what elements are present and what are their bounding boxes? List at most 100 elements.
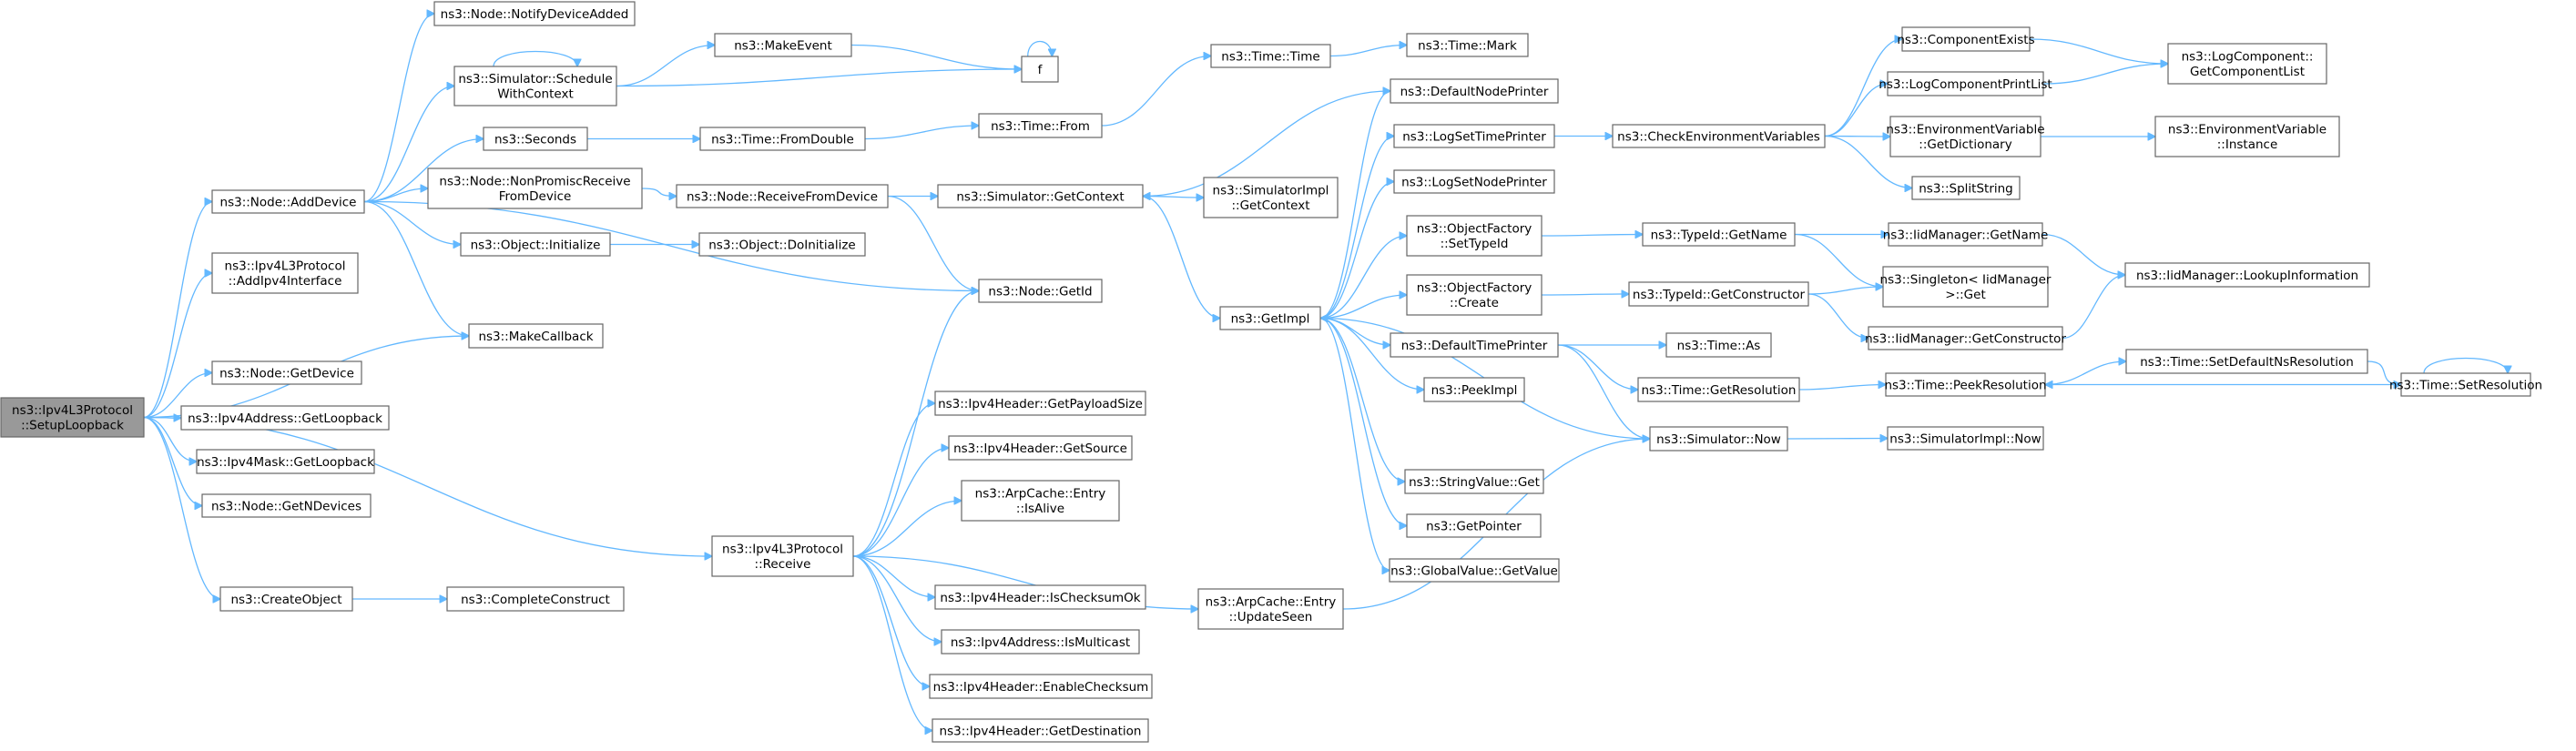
node-ismulticast[interactable]: ns3::Ipv4Address::IsMulticast xyxy=(941,629,1140,655)
node-label: ::GetDictionary xyxy=(1919,137,2011,152)
node-simimplnow[interactable]: ns3::SimulatorImpl::Now xyxy=(1887,426,2044,451)
node-singletonget[interactable]: ns3::Singleton< IidManager >::Get xyxy=(1880,266,2052,308)
node-receive[interactable]: ns3::Ipv4L3Protocol::Receive xyxy=(711,535,854,577)
node-receivefromdev[interactable]: ns3::Node::ReceiveFromDevice xyxy=(676,184,889,208)
node-fromdouble[interactable]: ns3::Time::FromDouble xyxy=(699,127,866,151)
node-box xyxy=(1404,469,1544,494)
node-simgetctx[interactable]: ns3::Simulator::GetContext xyxy=(937,184,1144,208)
node-box xyxy=(180,405,390,431)
node-label: ns3::IidManager::GetConstructor xyxy=(1865,331,2066,346)
node-createobject[interactable]: ns3::CreateObject xyxy=(219,586,353,612)
edge-adddevice-to-schedctx xyxy=(363,86,454,203)
node-label: ns3::Seconds xyxy=(494,132,576,147)
node-adddevice[interactable]: ns3::Node::AddDevice xyxy=(211,189,365,214)
node-setresolution[interactable]: ns3::Time::SetResolution xyxy=(2389,372,2542,397)
node-completeconstruct[interactable]: ns3::CompleteConstruct xyxy=(446,586,625,612)
node-doinit[interactable]: ns3::Object::DoInitialize xyxy=(698,232,866,257)
node-checkenv[interactable]: ns3::CheckEnvironmentVariables xyxy=(1612,124,1826,148)
node-getndevices[interactable]: ns3::Node::GetNDevices xyxy=(201,493,372,518)
node-typeidgetctor[interactable]: ns3::TypeId::GetConstructor xyxy=(1628,281,1809,307)
edge-receive-to-ismulticast xyxy=(852,555,942,642)
node-makecallback[interactable]: ns3::MakeCallback xyxy=(468,323,604,349)
node-getdestination[interactable]: ns3::Ipv4Header::GetDestination xyxy=(932,718,1149,743)
node-getpointer[interactable]: ns3::GetPointer xyxy=(1406,513,1542,538)
node-seconds[interactable]: ns3::Seconds xyxy=(483,127,588,151)
node-box xyxy=(1423,377,1525,402)
node-box xyxy=(2125,349,2368,374)
node-iidgetctor[interactable]: ns3::IidManager::GetConstructor xyxy=(1865,326,2066,350)
node-typeidgetname[interactable]: ns3::TypeId::GetName xyxy=(1642,222,1796,247)
edge-setup-to-ipv4maskloop xyxy=(143,416,197,462)
node-label: ns3::Node::ReceiveFromDevice xyxy=(687,189,878,204)
node-timemark[interactable]: ns3::Time::Mark xyxy=(1406,33,1529,57)
node-label: ns3::SimulatorImpl xyxy=(1213,184,1329,198)
node-ofsettypeid[interactable]: ns3::ObjectFactory::SetTypeId xyxy=(1406,215,1543,257)
node-box xyxy=(1406,274,1543,316)
node-updateseen[interactable]: ns3::ArpCache::Entry::UpdateSeen xyxy=(1197,588,1344,630)
node-logcompprintlist[interactable]: ns3::LogComponentPrintList xyxy=(1879,71,2052,96)
node-iidlookup[interactable]: ns3::IidManager::LookupInformation xyxy=(2124,262,2370,288)
node-ofcreate[interactable]: ns3::ObjectFactory::Create xyxy=(1406,274,1543,316)
node-label: FromDevice xyxy=(499,189,572,204)
node-splitstring[interactable]: ns3::SplitString xyxy=(1911,176,2021,200)
node-enablechecksum[interactable]: ns3::Ipv4Header::EnableChecksum xyxy=(929,674,1153,699)
node-setup[interactable]: ns3::Ipv4L3Protocol::SetupLoopback xyxy=(0,397,145,438)
node-logsetnodeprinter[interactable]: ns3::LogSetNodePrinter xyxy=(1393,169,1555,194)
node-deftimeprinter[interactable]: ns3::DefaultTimePrinter xyxy=(1390,332,1559,358)
node-timefrom[interactable]: ns3::Time::From xyxy=(978,113,1103,138)
node-box xyxy=(941,629,1140,655)
node-label: ns3::GlobalValue::GetValue xyxy=(1390,563,1558,578)
node-timetime[interactable]: ns3::Time::Time xyxy=(1210,44,1331,68)
node-notifydev[interactable]: ns3::Node::NotifyDeviceAdded xyxy=(433,1,636,26)
node-label: ns3::Node::GetDevice xyxy=(219,366,354,381)
node-timegetres[interactable]: ns3::Time::GetResolution xyxy=(1637,377,1800,402)
node-label: ns3::MakeEvent xyxy=(734,38,832,53)
node-box xyxy=(699,127,866,151)
node-box xyxy=(1210,44,1331,68)
node-timeas[interactable]: ns3::Time::As xyxy=(1665,332,1772,358)
edge-getimpl-to-logsettimeprinter xyxy=(1319,137,1394,320)
node-getdevice[interactable]: ns3::Node::GetDevice xyxy=(211,360,362,385)
edge-timepeekres-to-setdefaultns xyxy=(2044,361,2126,386)
node-compexists[interactable]: ns3::ComponentExists xyxy=(1897,26,2035,52)
node-makeevent[interactable]: ns3::MakeEvent xyxy=(714,33,852,57)
node-label: ns3::LogSetTimePrinter xyxy=(1402,129,1546,144)
node-timepeekres[interactable]: ns3::Time::PeekResolution xyxy=(1884,372,2047,397)
node-label: ::UpdateSeen xyxy=(1229,610,1313,624)
node-defnodeprinter[interactable]: ns3::DefaultNodePrinter xyxy=(1390,78,1559,104)
node-envvarinstance[interactable]: ns3::EnvironmentVariable::Instance xyxy=(2154,116,2340,157)
node-iidgetname[interactable]: ns3::IidManager::GetName xyxy=(1883,222,2049,247)
node-logsettimeprinter[interactable]: ns3::LogSetTimePrinter xyxy=(1393,124,1555,148)
node-ischecksumok[interactable]: ns3::Ipv4Header::IsChecksumOk xyxy=(934,584,1146,610)
node-ipv4maskloop[interactable]: ns3::Ipv4Mask::GetLoopback xyxy=(196,449,375,474)
node-simimplgetctx[interactable]: ns3::SimulatorImpl::GetContext xyxy=(1203,177,1339,218)
node-getpayloadsize[interactable]: ns3::Ipv4Header::GetPayloadSize xyxy=(934,391,1146,416)
node-envvargetdict[interactable]: ns3::EnvironmentVariable::GetDictionary xyxy=(1886,116,2045,157)
node-label: ns3::GetPointer xyxy=(1426,519,1522,533)
node-getimpl[interactable]: ns3::GetImpl xyxy=(1219,306,1321,330)
node-f[interactable]: f xyxy=(1021,56,1059,83)
node-peekimpl[interactable]: ns3::PeekImpl xyxy=(1423,377,1525,402)
node-logcompgetlist[interactable]: ns3::LogComponent::GetComponentList xyxy=(2167,43,2327,85)
node-objinit[interactable]: ns3::Object::Initialize xyxy=(460,232,611,257)
node-box xyxy=(219,586,353,612)
node-simnow[interactable]: ns3::Simulator::Now xyxy=(1649,426,1788,452)
node-getid[interactable]: ns3::Node::GetId xyxy=(978,279,1103,303)
node-stringvalueget[interactable]: ns3::StringValue::Get xyxy=(1404,469,1544,494)
node-label: ns3::Node::NonPromiscReceive xyxy=(439,175,630,189)
node-setdefaultns[interactable]: ns3::Time::SetDefaultNsResolution xyxy=(2125,349,2368,374)
node-ipv4addrloop[interactable]: ns3::Ipv4Address::GetLoopback xyxy=(180,405,390,431)
node-label: ns3::SimulatorImpl::Now xyxy=(1889,431,2041,446)
node-box xyxy=(1887,71,2044,96)
node-box xyxy=(1197,588,1344,630)
node-box xyxy=(978,113,1103,138)
node-label: ns3::Ipv4Mask::GetLoopback xyxy=(197,455,374,470)
edge-setdefaultns-to-setresolution xyxy=(2367,360,2401,385)
node-getsource[interactable]: ns3::Ipv4Header::GetSource xyxy=(948,435,1133,461)
node-globalvalueget[interactable]: ns3::GlobalValue::GetValue xyxy=(1389,558,1560,583)
node-isalive[interactable]: ns3::ArpCache::Entry::IsAlive xyxy=(961,480,1120,522)
node-box xyxy=(2124,262,2370,288)
node-addipv4[interactable]: ns3::Ipv4L3Protocol::AddIpv4Interface xyxy=(211,252,359,294)
